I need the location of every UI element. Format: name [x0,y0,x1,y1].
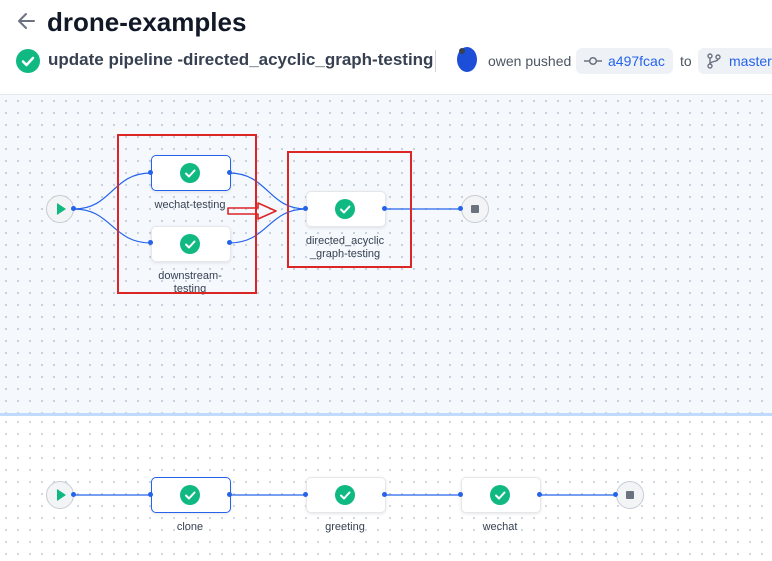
check-circle-icon [335,485,355,505]
avatar-badge [459,48,465,54]
stop-icon [626,491,634,499]
branch-link[interactable]: master [729,53,772,69]
to-text: to [680,53,692,69]
header-divider [435,50,436,72]
pushed-by-text: owen pushed [488,53,572,69]
port [227,492,232,497]
step-label: wechat [482,521,518,533]
wire-wechat-testing-to-dag [228,172,307,210]
step-label: greeting [325,521,365,533]
repo-title: drone-examples [47,7,247,37]
port [227,240,232,245]
port [303,492,308,497]
annotation-box-dag-step [287,151,412,268]
port [537,492,542,497]
step-node-clone[interactable] [151,477,231,513]
wire-downstream-testing-to-dag [228,208,307,244]
pipeline-start-button[interactable] [46,195,74,223]
pipeline-start-button[interactable] [46,481,74,509]
commit-icon [584,56,602,66]
port [382,206,387,211]
port [458,206,463,211]
port [148,240,153,245]
port [148,492,153,497]
stop-icon [471,205,479,213]
port [382,492,387,497]
wire-start-to-downstream-testing [73,208,152,244]
wire-start-to-wechat-testing [73,172,152,210]
pipeline-graph-canvas-bottom[interactable] [0,416,772,561]
pipeline-end-node [461,195,489,223]
back-arrow-icon[interactable] [14,8,40,34]
commit-hash-link[interactable]: a497fcac [608,53,665,69]
port [71,492,76,497]
port [148,170,153,175]
step-label: directed_acyclic _graph-testing [305,235,385,260]
step-label: clone [176,521,204,533]
play-icon [57,489,66,501]
build-status-check-icon [16,49,40,73]
step-label: wechat-testing [154,199,226,211]
play-icon [57,203,66,215]
build-title: update pipeline -directed_acyclic_graph-… [48,50,434,69]
annotation-arrow [227,202,277,220]
step-node-greeting[interactable] [306,477,386,513]
check-circle-icon [180,234,200,254]
pipeline-end-node [616,481,644,509]
check-circle-icon [180,163,200,183]
port [613,492,618,497]
check-circle-icon [335,199,355,219]
graph-separator [0,413,772,416]
port [458,492,463,497]
port [227,170,232,175]
step-node-wechat-testing[interactable] [151,155,231,191]
check-circle-icon [490,485,510,505]
pipeline-graph-canvas-top[interactable] [0,94,772,414]
branch-icon [707,53,721,69]
check-circle-icon [180,485,200,505]
port [71,206,76,211]
step-node-wechat[interactable] [461,477,541,513]
annotation-box-parallel-steps [117,134,257,294]
port [303,206,308,211]
